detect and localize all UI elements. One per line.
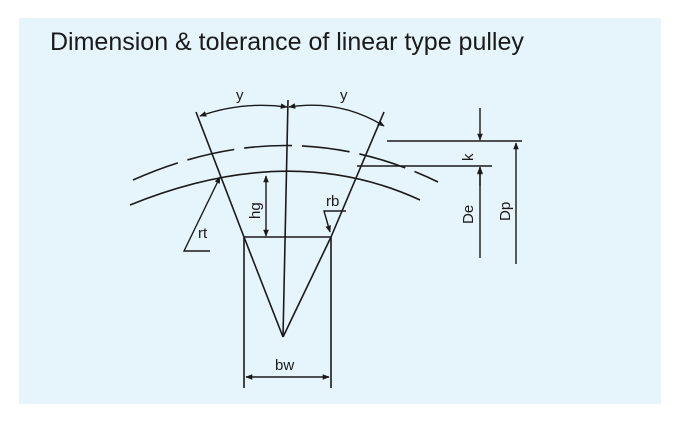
outer-rim-arc — [129, 170, 421, 206]
label-bw: bw — [275, 357, 294, 374]
y-left-arc — [199, 103, 288, 117]
groove-left-flank — [195, 111, 245, 238]
label-de: De — [460, 205, 477, 224]
label-hg: hg — [247, 202, 264, 219]
groove-right-flank — [330, 111, 385, 238]
v-right-line — [282, 236, 332, 338]
rb-leader — [323, 210, 346, 233]
y-right-arc — [288, 103, 385, 127]
groove-centerline — [282, 99, 289, 338]
label-rt: rt — [198, 225, 208, 242]
label-y-right: y — [340, 87, 348, 104]
label-k: k — [460, 153, 477, 161]
pitch-circle-dashed-arc — [132, 144, 439, 183]
label-dp: Dp — [497, 202, 514, 221]
v-left-line — [243, 236, 284, 338]
diagram-title: Dimension & tolerance of linear type pul… — [50, 28, 524, 56]
rt-leader — [182, 176, 221, 252]
label-y-left: y — [236, 87, 244, 104]
label-rb: rb — [326, 193, 339, 210]
